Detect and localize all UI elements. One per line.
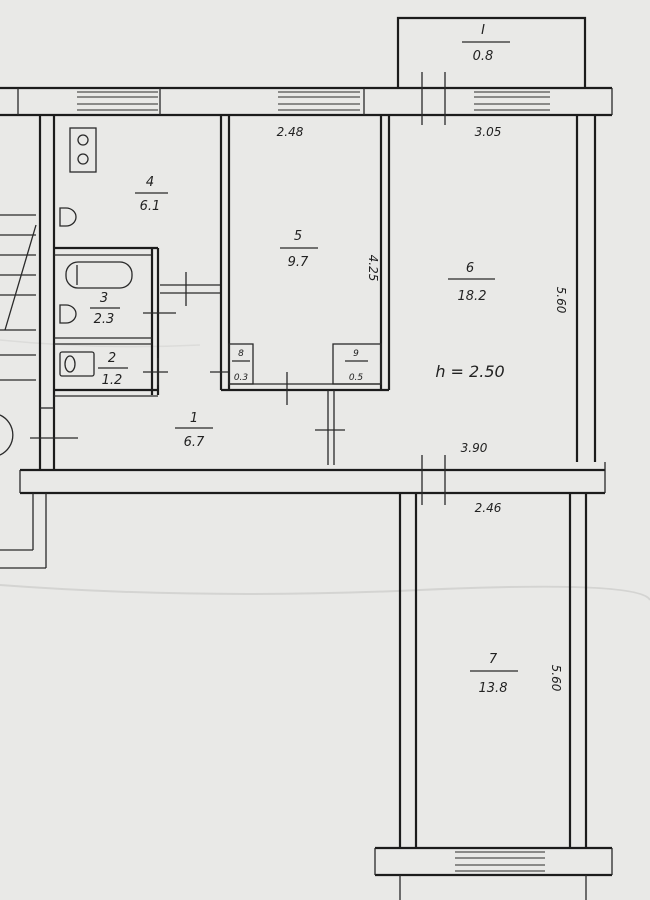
dimension-label: 5.60 [549,665,563,692]
room-number: 7 [489,652,498,667]
room-label-1: 1 6.7 [175,411,213,450]
balcony-door [421,72,446,125]
paper-crease [0,339,201,348]
dimension-label: 3.05 [475,125,502,139]
room-area: 0.3 [234,373,249,383]
room-area: 18.2 [458,289,487,304]
room-label-8: 8 0.3 [232,349,250,383]
door-marks [30,272,345,465]
sink-icon [59,304,77,324]
top-exterior-wall [0,86,613,117]
window-top-2 [278,91,360,111]
room-number: 2 [108,351,116,366]
closet-8 [228,343,254,385]
kitchen-sink-icon [59,207,77,227]
room-label-6: 6 18.2 [448,261,495,304]
room-number: 1 [190,411,198,426]
room-number: 6 [466,261,474,276]
room-label-2: 2 1.2 [98,351,128,388]
room-number: 3 [100,291,108,306]
room-area: 0.5 [349,373,364,383]
room-number: 8 [238,349,244,359]
room-area: 6.1 [140,199,161,214]
room-area: 9.7 [288,255,309,270]
dimension-label: 2.48 [277,125,304,139]
room-label-3: 3 2.3 [90,291,120,327]
room-7-walls [374,493,613,900]
left-wall [38,115,56,470]
bottom-corridor-wall [0,455,606,569]
room-area: 6.7 [184,435,205,450]
dimension-label: 4.25 [366,255,380,282]
room-area: 0.8 [473,49,494,64]
dimension-label: 3.90 [461,441,488,455]
window-top-1 [77,91,158,111]
room-area: 2.3 [94,312,115,327]
window-bottom [455,851,545,872]
bathtub-icon [65,261,133,289]
room-label-I: I 0.8 [462,23,510,64]
bathroom-block [54,246,160,397]
dimension-label: 2.46 [475,501,502,515]
window-top-3 [474,91,550,111]
room-6-right-wall [575,115,597,462]
stove-icon [69,127,97,173]
room-label-4: 4 6.1 [135,175,168,214]
balcony-walls [396,16,587,88]
dimension-label: 5.60 [554,287,568,314]
paper-crease [0,584,650,601]
room-label-7: 7 13.8 [470,652,518,696]
room-number: 4 [146,175,154,190]
room-label-9: 9 0.5 [345,349,368,383]
room-number: 9 [353,349,359,359]
room-area: 13.8 [479,681,508,696]
ceiling-height-label: h = 2.50 [435,362,504,381]
room-number: 5 [294,229,302,244]
staircase [0,214,37,456]
closet-9 [332,343,382,385]
room-number: I [481,23,485,38]
room-label-5: 5 9.7 [280,229,318,270]
toilet-icon [59,351,95,377]
room-area: 1.2 [102,373,123,388]
